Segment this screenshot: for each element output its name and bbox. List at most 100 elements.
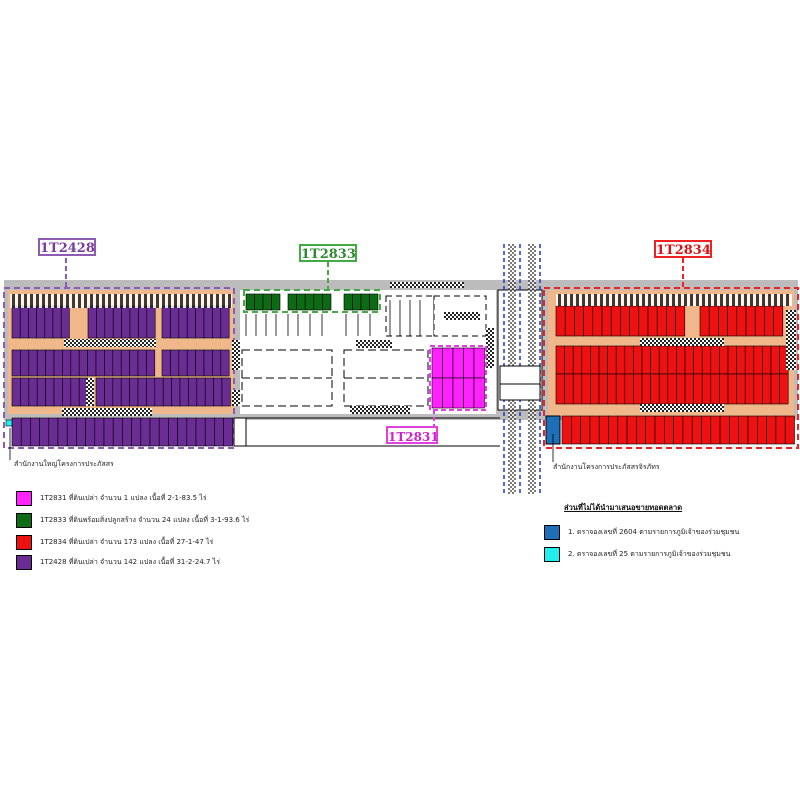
- land-plot[interactable]: [28, 305, 37, 339]
- land-plot[interactable]: [770, 373, 780, 405]
- land-plot[interactable]: [87, 349, 97, 377]
- land-plot[interactable]: [581, 345, 591, 375]
- land-plot[interactable]: [656, 305, 667, 337]
- land-plot[interactable]: [214, 417, 224, 447]
- land-plot[interactable]: [624, 345, 634, 375]
- land-plot[interactable]: [203, 305, 213, 339]
- land-plot[interactable]: [223, 417, 234, 447]
- land-plot[interactable]: [779, 373, 789, 405]
- land-plot[interactable]: [452, 377, 464, 409]
- land-plot[interactable]: [44, 305, 54, 339]
- land-plot[interactable]: [11, 349, 21, 377]
- land-plot[interactable]: [633, 345, 643, 375]
- land-plot[interactable]: [62, 349, 72, 377]
- land-plot[interactable]: [95, 377, 105, 407]
- land-plot[interactable]: [212, 305, 222, 339]
- land-plot[interactable]: [171, 377, 181, 407]
- land-plot[interactable]: [179, 377, 189, 407]
- land-plot[interactable]: [775, 415, 786, 445]
- land-plot[interactable]: [178, 349, 188, 377]
- land-plot[interactable]: [60, 305, 70, 339]
- land-plot[interactable]: [555, 345, 565, 375]
- land-plot[interactable]: [36, 377, 46, 407]
- land-plot[interactable]: [137, 349, 147, 377]
- land-plot[interactable]: [204, 377, 214, 407]
- land-plot[interactable]: [773, 305, 784, 337]
- zone-1T2833[interactable]: [243, 262, 421, 336]
- land-plot[interactable]: [20, 349, 30, 377]
- land-plot[interactable]: [442, 347, 454, 379]
- land-plot[interactable]: [666, 305, 676, 337]
- land-plot[interactable]: [78, 349, 88, 377]
- land-plot[interactable]: [170, 305, 180, 339]
- land-plot[interactable]: [564, 305, 575, 337]
- land-plot[interactable]: [322, 293, 332, 311]
- land-plot[interactable]: [220, 349, 230, 377]
- land-plot[interactable]: [220, 305, 230, 339]
- land-plot[interactable]: [719, 373, 729, 405]
- land-plot[interactable]: [572, 345, 583, 375]
- land-plot[interactable]: [20, 417, 31, 447]
- land-plot[interactable]: [352, 293, 362, 311]
- land-plot[interactable]: [131, 417, 142, 447]
- land-plot[interactable]: [103, 417, 114, 447]
- land-plot[interactable]: [262, 293, 272, 311]
- land-plot[interactable]: [53, 349, 63, 377]
- land-plot[interactable]: [87, 305, 97, 339]
- land-plot[interactable]: [570, 415, 581, 445]
- land-plot[interactable]: [624, 373, 634, 405]
- land-plot[interactable]: [607, 345, 617, 375]
- land-plot[interactable]: [146, 377, 156, 407]
- land-plot[interactable]: [607, 373, 617, 405]
- land-plot[interactable]: [580, 415, 591, 445]
- land-plot[interactable]: [313, 293, 323, 311]
- land-plot[interactable]: [76, 417, 86, 447]
- land-plot[interactable]: [736, 373, 746, 405]
- land-plot[interactable]: [673, 415, 684, 445]
- land-plot[interactable]: [719, 415, 730, 445]
- land-plot[interactable]: [641, 373, 651, 405]
- land-plot[interactable]: [129, 349, 139, 377]
- land-plot[interactable]: [601, 305, 612, 337]
- land-plot[interactable]: [104, 377, 114, 407]
- land-plot[interactable]: [271, 293, 281, 311]
- land-plot[interactable]: [245, 293, 255, 311]
- land-plot[interactable]: [555, 373, 565, 405]
- land-plot[interactable]: [701, 373, 712, 405]
- land-plot[interactable]: [682, 415, 693, 445]
- land-plot[interactable]: [691, 415, 702, 445]
- land-plot[interactable]: [583, 305, 594, 337]
- land-plot[interactable]: [641, 345, 651, 375]
- land-plot[interactable]: [615, 373, 626, 405]
- land-plot[interactable]: [555, 305, 566, 337]
- land-plot[interactable]: [70, 377, 80, 407]
- land-plot[interactable]: [747, 415, 758, 445]
- land-plot[interactable]: [11, 377, 21, 407]
- land-plot[interactable]: [710, 345, 720, 375]
- land-plot[interactable]: [39, 417, 50, 447]
- land-plot[interactable]: [442, 377, 454, 409]
- land-plot[interactable]: [784, 415, 795, 445]
- land-plot[interactable]: [610, 305, 621, 337]
- land-plot[interactable]: [45, 349, 55, 377]
- land-plot[interactable]: [617, 415, 628, 445]
- land-plot[interactable]: [684, 345, 694, 375]
- land-plot[interactable]: [650, 345, 660, 375]
- land-plot[interactable]: [70, 349, 80, 377]
- land-plot[interactable]: [473, 377, 485, 409]
- land-plot[interactable]: [112, 377, 122, 407]
- land-plot[interactable]: [738, 415, 749, 445]
- land-plot[interactable]: [95, 349, 105, 377]
- land-plot[interactable]: [654, 415, 665, 445]
- land-plot[interactable]: [186, 417, 197, 447]
- land-plot[interactable]: [177, 417, 188, 447]
- land-plot[interactable]: [564, 373, 574, 405]
- land-plot[interactable]: [62, 377, 72, 407]
- land-plot[interactable]: [710, 415, 721, 445]
- land-plot[interactable]: [753, 373, 763, 405]
- zone-1T2428[interactable]: [3, 258, 235, 449]
- land-plot[interactable]: [727, 305, 738, 337]
- land-plot[interactable]: [112, 349, 122, 377]
- land-plot[interactable]: [658, 373, 669, 405]
- land-plot[interactable]: [589, 415, 600, 445]
